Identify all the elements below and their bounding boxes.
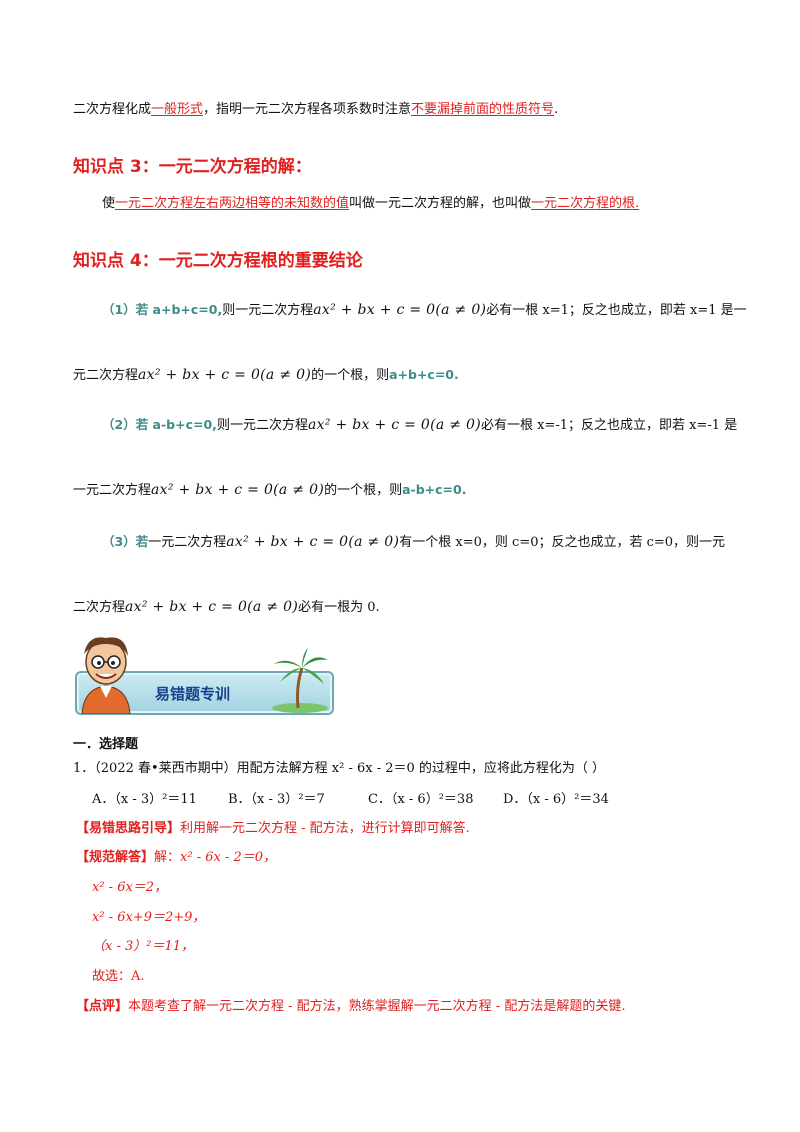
item3-text-d: 必有一根为 0. (298, 600, 380, 615)
k3-body: 使一元二次方程左右两边相等的未知数的值叫做一元二次方程的解，也叫做一元二次方程的… (102, 195, 639, 213)
solution-line: x² - 6x＝2， (92, 880, 168, 895)
item3-text-b: 有一个根 x=0，则 c=0；反之也成立，若 c=0，则一元 (399, 535, 726, 550)
palm-tree-icon (272, 648, 328, 713)
item3-text-a: 一元二次方程 (148, 535, 227, 550)
item1-text-b: 必有一根 x=1；反之也成立，即若 x=1 是一 (486, 303, 747, 318)
item3-text-c: 二次方程 (73, 600, 126, 615)
review-text: 本题考查了解一元二次方程 - 配方法，熟练掌握解一元二次方程 - 配方法是解题的… (128, 999, 626, 1014)
solution-lead: 解： (154, 850, 181, 865)
k4-heading: 知识点 4：一元二次方程根的重要结论 (73, 251, 363, 271)
k3-heading: 知识点 3：一元二次方程的解： (73, 157, 312, 177)
cartoon-teacher-icon (81, 637, 131, 714)
item3-condition: （3）若 (102, 534, 149, 549)
q1-solution: 【规范解答】解：x² - 6x - 2＝0， (76, 849, 276, 867)
hint-tag: 【易错思路引导】 (76, 821, 181, 836)
k4-item3-line1: （3）若一元二次方程ax² + bx + c = 0(a ≠ 0)有一个根 x=… (102, 533, 725, 552)
intro-text-2: ，指明一元二次方程各项系数时注意 (203, 102, 412, 117)
k4-item2-line2: 一元二次方程ax² + bx + c = 0(a ≠ 0)的一个根，则a-b+c… (73, 481, 466, 500)
q1-option-c: C．（x - 6）²＝38 (368, 792, 474, 807)
equation-image: ax² + bx + c = 0(a ≠ 0) (125, 599, 299, 615)
q1-option-a: A．（x - 3）²＝11 (92, 792, 197, 807)
k4-item2-line1: （2）若 a-b+c=0,则一元二次方程ax² + bx + c = 0(a ≠… (102, 416, 737, 435)
item1-text-c: 元二次方程 (73, 368, 139, 383)
intro-underline-1: 一般形式 (151, 102, 204, 117)
item2-text-d: 的一个根，则 (324, 483, 403, 498)
intro-text-1: 二次方程化成 (73, 102, 152, 117)
item1-text-a: 则一元二次方程 (222, 303, 314, 318)
intro-line: 二次方程化成一般形式，指明一元二次方程各项系数时注意不要漏掉前面的性质符号. (73, 101, 558, 119)
q1-option-d: D．（x - 6）²＝34 (503, 792, 609, 807)
q1-stem: 1．（2022 春•莱西市期中）用配方法解方程 x² - 6x - 2＝0 的过… (73, 761, 606, 776)
intro-underline-2: 不要漏掉前面的性质符号 (411, 102, 555, 117)
equation-image: ax² + bx + c = 0(a ≠ 0) (226, 534, 400, 550)
solution-line: （x - 3）²＝11， (92, 939, 195, 954)
banner-label: 易错题专训 (155, 685, 231, 703)
item2-result: a-b+c=0. (402, 482, 467, 497)
k4-item3-line2: 二次方程ax² + bx + c = 0(a ≠ 0)必有一根为 0. (73, 598, 380, 617)
item1-condition: （1）若 a+b+c=0, (102, 302, 223, 317)
item1-text-d: 的一个根，则 (311, 368, 390, 383)
item1-result: a+b+c=0. (389, 367, 459, 382)
solution-line: x² - 6x - 2＝0， (180, 850, 277, 865)
hint-text: 利用解一元二次方程 - 配方法，进行计算即可解答. (180, 821, 470, 836)
k3-underline-1: 一元二次方程左右两边相等的未知数的值 (115, 196, 350, 211)
equation-image: ax² + bx + c = 0(a ≠ 0) (307, 417, 482, 433)
k4-item1-line1: （1）若 a+b+c=0,则一元二次方程ax² + bx + c = 0(a ≠… (102, 301, 747, 320)
k3-text-1: 使 (102, 196, 116, 211)
equation-image: ax² + bx + c = 0(a ≠ 0) (151, 482, 325, 498)
k4-item1-line2: 元二次方程ax² + bx + c = 0(a ≠ 0)的一个根，则a+b+c=… (73, 366, 459, 385)
review-tag: 【点评】 (76, 999, 129, 1014)
item2-text-c: 一元二次方程 (73, 483, 152, 498)
intro-text-3: . (554, 102, 559, 117)
item2-text-b: 必有一根 x=-1；反之也成立，即若 x=-1 是 (481, 418, 738, 433)
solution-tag: 【规范解答】 (76, 850, 155, 865)
k3-text-2: 叫做一元二次方程的解，也叫做 (349, 196, 532, 211)
solution-answer: 故选：A. (92, 969, 145, 984)
equation-image: ax² + bx + c = 0(a ≠ 0) (313, 302, 487, 318)
item2-condition: （2）若 a-b+c=0, (102, 417, 217, 432)
item2-text-a: 则一元二次方程 (216, 418, 308, 433)
solution-line: x² - 6x+9＝2+9， (92, 910, 206, 925)
section-title: 一．选择题 (73, 737, 139, 752)
q1-hint: 【易错思路引导】利用解一元二次方程 - 配方法，进行计算即可解答. (76, 820, 470, 838)
q1-review: 【点评】本题考查了解一元二次方程 - 配方法，熟练掌握解一元二次方程 - 配方法… (76, 998, 625, 1016)
equation-image: ax² + bx + c = 0(a ≠ 0) (138, 367, 312, 383)
q1-option-b: B．（x - 3）²＝7 (228, 792, 325, 807)
k3-underline-2: 一元二次方程的根. (531, 196, 640, 211)
